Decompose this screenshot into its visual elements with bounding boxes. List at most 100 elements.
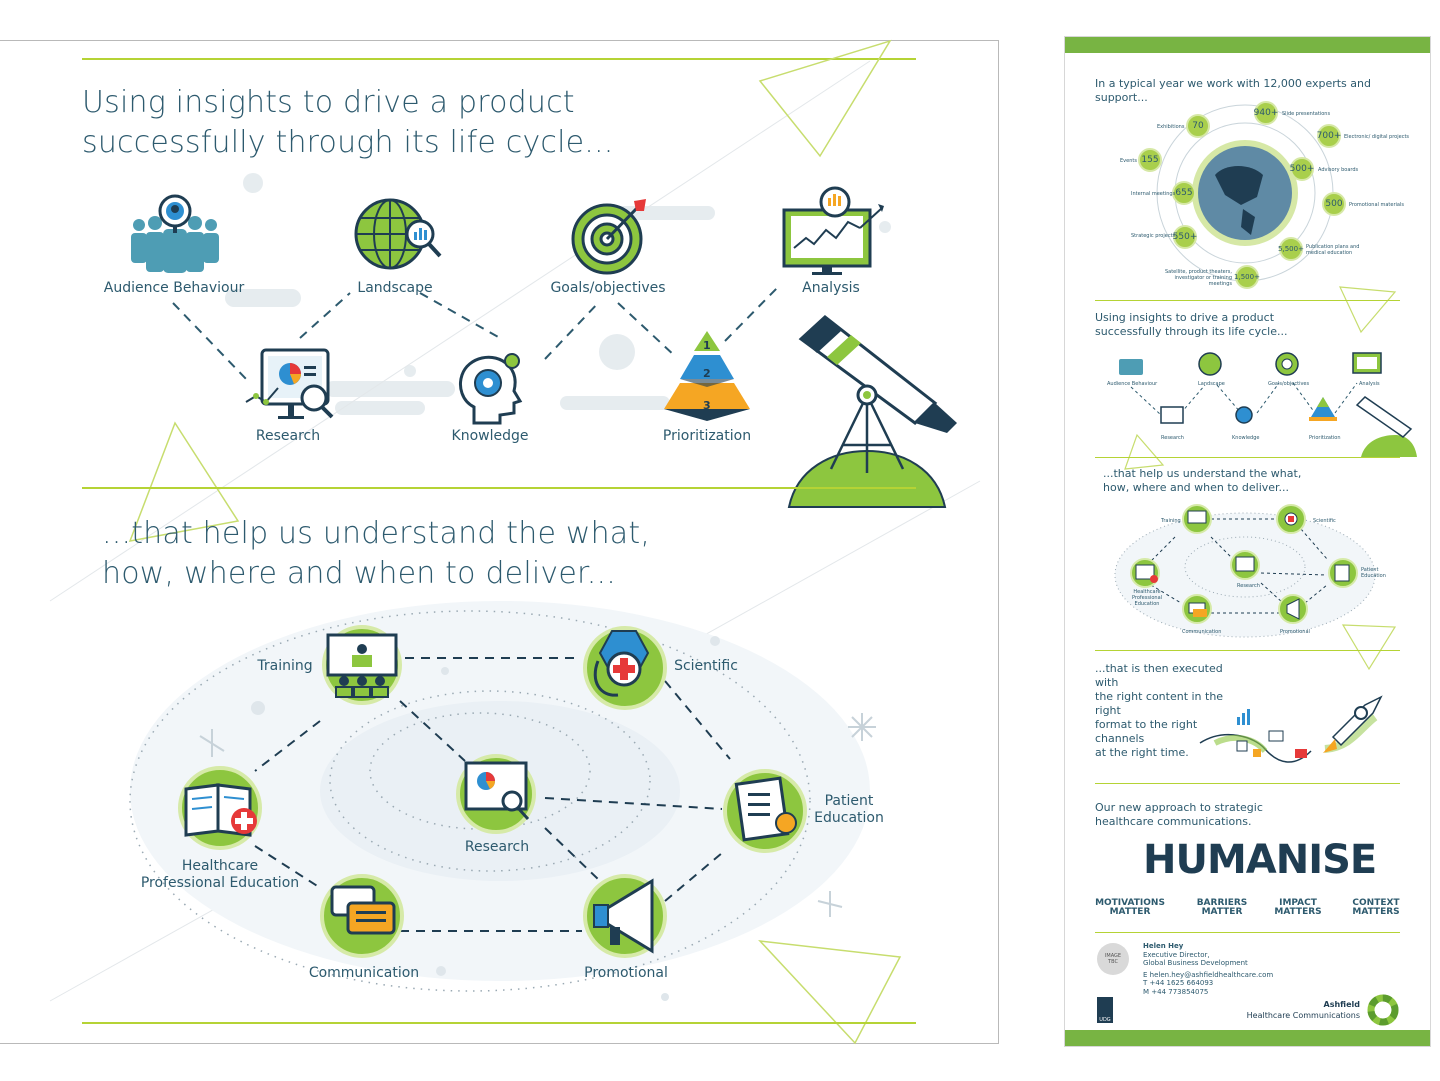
research-top-label: Research — [255, 428, 321, 444]
audience-behaviour-icon — [131, 194, 219, 273]
top-connector-layer — [49, 39, 981, 1045]
stat-label-4: Advisory boards — [1318, 167, 1359, 173]
stat-label-8: Publication plans and medical education — [1306, 244, 1360, 256]
mini-label-goals: Goals/objectives — [1268, 381, 1310, 387]
contact-phone: T +44 1625 664093 — [1143, 979, 1214, 987]
pyramid-icon — [664, 331, 750, 421]
patient-education-line2: Education — [814, 810, 884, 826]
approach-line1: Our new approach to strategic — [1095, 801, 1263, 814]
top-green-bar — [1065, 37, 1430, 53]
hcp-education-icon — [184, 783, 257, 837]
avatar: IMAGE TBC — [1097, 943, 1129, 975]
mini2-label-patient: Patient Education — [1361, 567, 1386, 579]
stat-label-3: Events — [1120, 158, 1137, 164]
mini2-label-communication: Communication — [1182, 629, 1222, 635]
stat-bubble-6: 500 — [1322, 192, 1346, 216]
execution-line2: the right content in the right — [1095, 690, 1224, 717]
company-name: Ashfield Healthcare Communications — [1215, 999, 1360, 1021]
mini-section1-line1: Using insights to drive a product — [1095, 311, 1275, 324]
communication-label: Communication — [308, 965, 420, 981]
mini-section2-line2: how, where and when to deliver... — [1103, 481, 1290, 494]
head-gear-icon — [459, 353, 523, 425]
pillar-barriers: BARRIERS MATTER — [1187, 899, 1257, 917]
stat-bubble-3: 155 — [1138, 148, 1162, 172]
communication-icon — [330, 885, 396, 935]
mini-section1-diagram — [1119, 352, 1417, 457]
mini-section1-line2: successfully through its life cycle... — [1095, 325, 1288, 338]
landscape-label: Landscape — [357, 280, 433, 296]
channel-diagram-layer — [129, 601, 876, 1001]
pillar-context-l1: CONTEXT — [1352, 898, 1400, 908]
pillar-barriers-l2: MATTER — [1201, 907, 1243, 917]
stat-bubble-0: 70 — [1186, 114, 1210, 138]
stat-bubble-1: 940+ — [1254, 101, 1278, 125]
patient-education-line1: Patient — [824, 793, 874, 809]
avatar-placeholder-text: IMAGE TBC — [1104, 953, 1122, 965]
hcp-education-line2: Professional Education — [140, 875, 300, 891]
pyramid-step-1: 1 — [703, 339, 711, 352]
company-line2: Healthcare Communications — [1246, 1011, 1360, 1020]
udg-logo: UDG — [1097, 997, 1113, 1023]
pillar-motivations-l2: MATTER — [1109, 907, 1151, 917]
mini-section2-diagram — [1114, 504, 1376, 638]
approach-line2: healthcare communications. — [1095, 815, 1252, 828]
patient-education-icon — [734, 776, 797, 842]
mini-section1-title: Using insights to drive a product succes… — [1095, 311, 1287, 339]
pillar-barriers-l1: BARRIERS — [1196, 898, 1248, 908]
pyramid-step-2: 2 — [703, 367, 711, 380]
pyramid-step-3: 3 — [703, 399, 711, 412]
contact-mobile: M +44 773854075 — [1143, 987, 1209, 996]
stat-label-5: Internal meetings — [1131, 191, 1176, 197]
section1-title-line1: Using insights to drive a product — [82, 85, 575, 120]
contact-title1: Executive Director, — [1143, 950, 1210, 959]
contact-block: Helen Hey Executive Director, Global Bus… — [1143, 942, 1273, 996]
pillar-impact: IMPACT MATTERS — [1263, 899, 1333, 917]
pillar-impact-l1: IMPACT — [1279, 898, 1317, 908]
target-icon — [571, 199, 646, 275]
ashfield-ring-logo-icon — [1367, 994, 1399, 1026]
company-line1: Ashfield — [1323, 1000, 1360, 1009]
contact-email[interactable]: E helen.hey@ashfieldhealthcare.com — [1143, 970, 1274, 979]
stat-bubble-7: 550+ — [1173, 225, 1197, 249]
patient-education-label: Patient Education — [814, 793, 884, 827]
stat-bubble-4: 500+ — [1290, 157, 1314, 181]
mini-label-research: Research — [1161, 435, 1184, 441]
scientific-label: Scientific — [674, 658, 738, 674]
stat-label-6: Promotional materials — [1349, 202, 1404, 208]
research-bottom-icon — [464, 761, 530, 821]
scientific-icon — [593, 630, 650, 697]
research-bottom-label: Research — [464, 839, 530, 855]
execution-text: ...that is then executed with the right … — [1095, 662, 1245, 760]
stat-label-7: Strategic projects — [1131, 233, 1176, 239]
stats-intro: In a typical year we work with 12,000 ex… — [1095, 77, 1371, 104]
humanise-wordmark: HUMANISE — [1143, 837, 1377, 883]
udg-logo-text: UDG — [1099, 1017, 1111, 1023]
hcp-education-line1: Healthcare — [181, 858, 259, 874]
section2-title-line1: ...that help us understand the what, — [102, 516, 651, 551]
mini-section2-line1: ...that help us understand the what, — [1103, 467, 1302, 480]
stat-bubble-9: 1,500+ — [1234, 265, 1260, 289]
pillar-impact-l2: MATTERS — [1274, 907, 1322, 917]
hcp-education-label: Healthcare Professional Education — [141, 858, 299, 892]
mini2-label-hcp: Healthcare Professional Education — [1131, 589, 1163, 607]
pillar-context-l2: MATTERS — [1352, 907, 1400, 917]
mini-label-audience: Audience Behaviour — [1107, 381, 1158, 387]
mini-label-knowledge: Knowledge — [1232, 435, 1260, 441]
telescope-icon — [787, 315, 957, 508]
promotional-label: Promotional — [584, 965, 668, 981]
prioritization-label: Prioritization — [662, 428, 752, 444]
execution-line4: at the right time. — [1095, 746, 1189, 759]
contact-name: Helen Hey — [1143, 942, 1184, 950]
training-icon — [326, 633, 398, 698]
knowledge-label: Knowledge — [451, 428, 529, 444]
mini2-label-promotional: Promotional — [1280, 629, 1310, 635]
section2-title: ...that help us understand the what, how… — [102, 514, 650, 594]
goals-label: Goals/objectives — [550, 280, 666, 296]
audience-behaviour-label: Audience Behaviour — [103, 280, 245, 296]
middle-divider — [82, 487, 916, 489]
stat-label-1: Slide presentations — [1282, 111, 1331, 117]
mini2-label-scientific: Scientific — [1313, 518, 1336, 524]
mini2-label-research: Research — [1237, 583, 1260, 589]
analysis-monitor-icon — [782, 186, 884, 275]
section1-title-line2: successfully through its life cycle... — [82, 125, 614, 160]
